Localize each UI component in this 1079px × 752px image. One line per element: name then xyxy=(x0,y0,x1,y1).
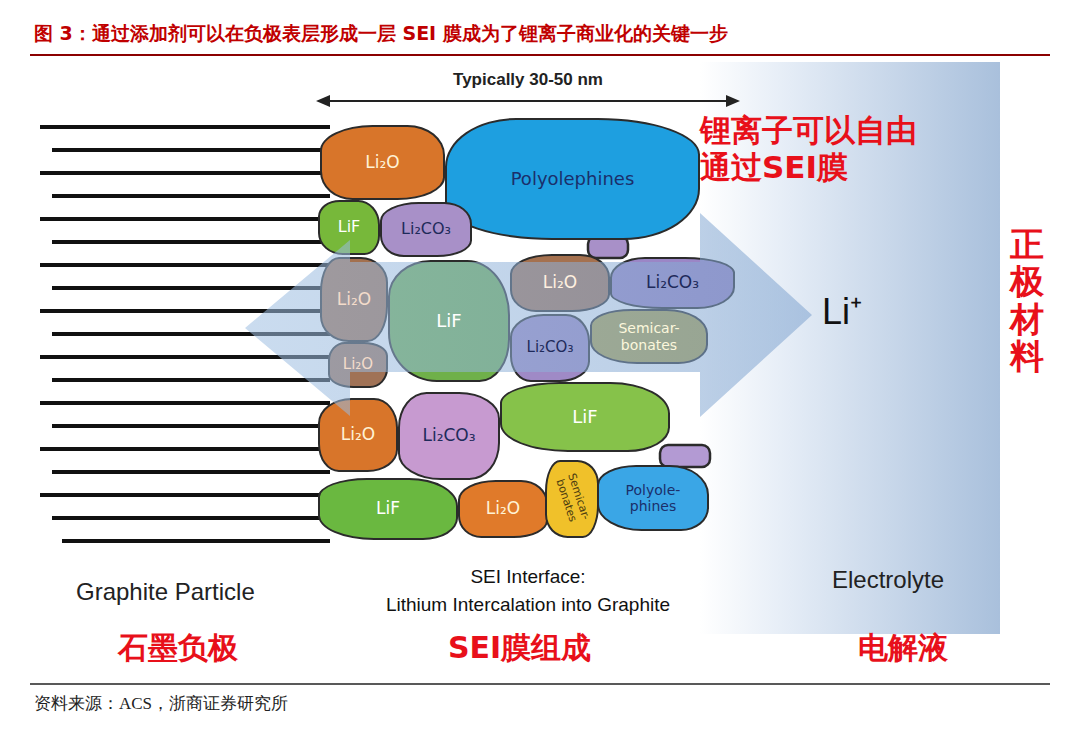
grain-label: Semicar- bonates xyxy=(604,320,694,352)
annotation-label: Typically 30-50 nm xyxy=(318,70,738,90)
grain-label: Polyole- phines xyxy=(613,482,693,514)
sei-grain: Li₂O xyxy=(328,342,388,388)
grain-label: Li₂O xyxy=(343,356,373,373)
sei-grain: Li₂O xyxy=(458,480,548,538)
sei-grain: Li₂CO₃ xyxy=(610,257,735,309)
sei-grain: Li₂O xyxy=(318,398,398,472)
annotation-label: Electrolyte xyxy=(832,566,944,595)
title-rule xyxy=(30,54,1050,56)
grain-label: Li₂O xyxy=(543,273,577,293)
thickness-dimension xyxy=(316,95,740,107)
grain-label: Li₂CO₃ xyxy=(646,273,699,293)
annotation-label: 锂离子可以自由 通过SEI膜 xyxy=(700,112,930,186)
sei-grain: Li₂CO₃ xyxy=(380,202,472,257)
grain-label: Semicar- bonates xyxy=(552,471,591,526)
sei-grain: Semicar- bonates xyxy=(590,309,708,364)
sei-grain: Semicar- bonates xyxy=(545,460,599,538)
annotation-label: SEI膜组成 xyxy=(448,630,591,666)
grain-label: Li₂CO₃ xyxy=(422,426,475,446)
annotation-label: 石墨负极 xyxy=(118,630,238,666)
sei-grain: LiF xyxy=(318,200,380,255)
sei-grain: Polyolephines xyxy=(445,118,700,240)
annotation-label: 正极材料 xyxy=(1010,226,1044,376)
graphite-layers xyxy=(40,127,330,541)
sei-grain: Li₂O xyxy=(510,254,610,312)
annotation-label: SEI Interface: xyxy=(318,566,738,589)
sei-grain: Li₂CO₃ xyxy=(510,314,590,382)
grain-label: Li₂CO₃ xyxy=(401,220,451,238)
sei-grain: LiF xyxy=(388,260,510,382)
grain-label: Li₂O xyxy=(365,153,399,173)
sei-grain: Li₂O xyxy=(320,257,388,342)
grain-label: LiF xyxy=(436,311,461,332)
grain-label: LiF xyxy=(572,407,597,428)
sei-grain: Polyole- phines xyxy=(597,465,709,531)
grain-label: Li₂CO₃ xyxy=(527,339,574,356)
figure-title: 图 3：通过添加剂可以在负极表层形成一层 SEI 膜成为了锂离子商业化的关键一步 xyxy=(34,22,728,45)
grain-label: LiF xyxy=(338,218,361,236)
grain-label: Li₂O xyxy=(337,290,371,310)
annotation-label: 电解液 xyxy=(858,630,948,666)
grain-label: Polyolephines xyxy=(511,169,635,190)
sei-grain: LiF xyxy=(500,382,670,452)
sei-grain: Li₂O xyxy=(320,125,445,200)
sei-grain: Li₂CO₃ xyxy=(398,392,500,480)
annotation-label: Lithium Intercalation into Graphite xyxy=(318,594,738,617)
grain-label: Li₂O xyxy=(341,425,375,445)
electrolyte-region xyxy=(700,62,1000,634)
annotation-label: Li⁺ xyxy=(822,290,862,333)
source-note: 资料来源：ACS，浙商证券研究所 xyxy=(34,694,288,714)
footer-rule xyxy=(30,683,1050,685)
grain-label: Li₂O xyxy=(486,499,520,519)
sei-grain: LiF xyxy=(318,478,458,540)
annotation-label: Graphite Particle xyxy=(76,578,255,607)
grain-label: LiF xyxy=(376,499,400,519)
